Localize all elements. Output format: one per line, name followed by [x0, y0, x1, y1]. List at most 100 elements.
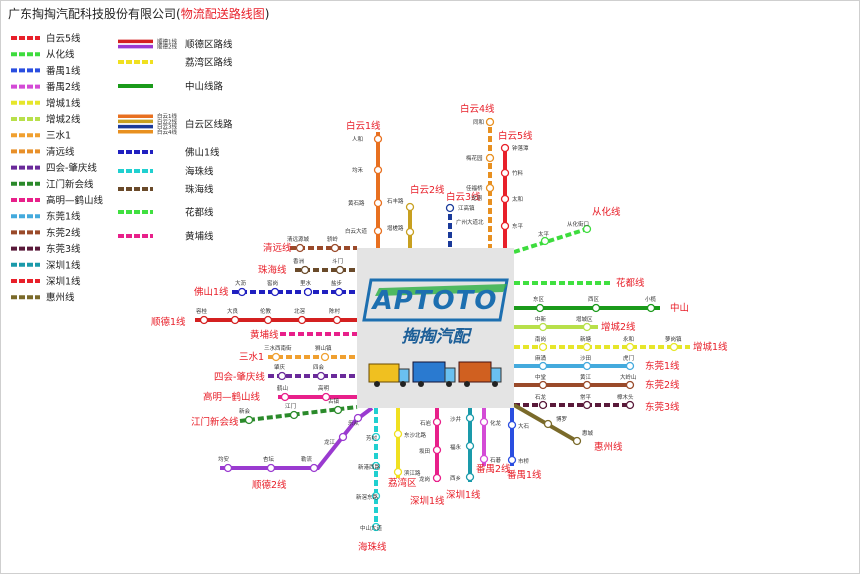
legend-sub-label: 白云4线	[157, 128, 177, 136]
legend-item: 珠海线	[118, 184, 214, 196]
station-shiji: 石碁	[490, 456, 502, 464]
legend-label: 东莞3线	[46, 243, 81, 255]
label-liwan: 荔湾区	[388, 477, 417, 489]
legend-label: 东莞2线	[46, 227, 81, 239]
route-dongguan3: 东莞3线 石龙 常平 樟木头	[514, 393, 680, 413]
logo-chinese-name: 掏掏汽配	[401, 327, 470, 347]
station-zhongluotan: 钟落潭	[512, 144, 529, 152]
station-huangshilu: 黄石路	[348, 199, 365, 207]
station-changping: 常平	[580, 393, 592, 401]
station-machong: 麻涌	[535, 354, 546, 362]
legend-label: 江门新会线	[46, 178, 94, 190]
label-panyu2: 番禺2线	[476, 463, 511, 475]
station-rongqi: 容桂	[196, 307, 208, 315]
station-longdong: 龙洞	[471, 194, 483, 202]
route-zengcheng1: 增城1线 南岗 新塘 永和 萝岗镇	[514, 335, 728, 353]
label-baiyun2: 白云2线	[410, 184, 445, 196]
label-zhuhai: 珠海线	[258, 264, 287, 276]
legend-item: 增城2线	[11, 114, 81, 126]
station-zhangmutou: 樟木头	[617, 393, 634, 401]
label-qingyuan: 清远线	[263, 242, 292, 254]
station-shiqiao: 市桥	[518, 457, 530, 465]
legend-sub-label: 白云2线	[157, 117, 177, 125]
station-sihuizhan: 四会	[313, 363, 325, 371]
route-haizhu: 海珠线 芳村 新港西路 新滘东路 中山大道	[356, 408, 387, 553]
legend-item: 海珠线	[118, 166, 214, 178]
legend-item: 黄埔线	[118, 231, 214, 243]
legend-item: 江门新会线	[11, 178, 94, 190]
legend-item: 佛山1线	[118, 147, 220, 159]
legend-label: 增城2线	[46, 114, 81, 126]
station-dongqu: 东区	[533, 295, 545, 303]
route-gaoming: 高明—鹤山线 鹤山 高明	[203, 384, 357, 403]
station-dongshabeilu: 东沙北路	[404, 431, 427, 439]
station-taihe: 太和	[512, 195, 523, 203]
route-zhongshan: 中山 东区 西区 小榄	[514, 295, 689, 314]
station-huangjiang: 黄江	[580, 373, 592, 381]
label-baiyun4: 白云4线	[460, 103, 495, 115]
station-shajing: 沙井	[450, 415, 462, 423]
station-shilong: 石龙	[535, 393, 547, 401]
legend-item: 中山线路	[118, 81, 224, 93]
station-nangang: 南岗	[535, 335, 546, 343]
label-baiyun5: 白云5线	[498, 130, 533, 142]
route-panyu2: 番禺2线 化龙 石碁	[476, 408, 511, 475]
legend-label: 番禺1线	[46, 65, 81, 77]
station-gaoming: 高明	[318, 384, 330, 392]
route-baiyun2: 白云2线 石丰路 增槎路	[387, 184, 445, 252]
station-yuexiu: 骄岭	[327, 235, 339, 243]
station-taiping: 太平	[538, 230, 550, 238]
legend-label: 黄埔线	[185, 231, 214, 243]
legend-label: 三水1	[46, 130, 71, 142]
route-huizhou: 惠州线 博罗 惠城	[513, 403, 623, 453]
legend-label: 中山线路	[185, 81, 224, 93]
station-zengchengqu: 增城区	[576, 315, 593, 323]
station-guangzhoudadaobei: 广州大道北	[456, 218, 484, 226]
route-sihui: 四会-肇庆线 肇庆 四会	[214, 363, 357, 383]
station-leliu: 勒流	[301, 455, 313, 463]
station-jiangnancheng: 江高镇	[458, 204, 475, 212]
station-xintang: 新塘	[580, 335, 592, 343]
station-meihuayuan: 梅花园	[466, 154, 483, 162]
legend-item: 番禺2线	[11, 81, 81, 93]
label-panyu1: 番禺1线	[507, 469, 542, 481]
legend-label: 清远线	[46, 146, 75, 158]
label-gaoming: 高明—鹤山线	[203, 391, 261, 403]
legend-label: 惠州线	[46, 292, 75, 304]
legend-item: 清远线	[11, 146, 75, 158]
station-lecong: 乐从	[348, 420, 360, 427]
legend-sub-label: 顺德2线	[157, 43, 177, 51]
station-fuyong: 福永	[450, 443, 462, 451]
legend-label: 荔湾区路线	[185, 57, 233, 69]
label-shunde1: 顺德1线	[151, 316, 186, 328]
station-xingangxilu: 新港西路	[358, 463, 381, 471]
route-huadu: 花都线	[514, 277, 645, 289]
legend-item: 深圳1线	[11, 259, 81, 271]
station-luogang: 萝岗镇	[665, 335, 682, 343]
legend-item: 四会-肇庆线	[11, 162, 97, 174]
logo-frame-graphic	[362, 278, 509, 387]
truck-icon	[412, 361, 456, 387]
route-shunde2: 顺德2线 均安 杏坛 勒流 龙江 乐从	[218, 406, 374, 491]
legend-label: 增城1线	[46, 97, 81, 109]
station-sanshuixinan: 三水西南街	[264, 344, 292, 352]
route-zengcheng2: 增城2线 中新 增城区	[514, 315, 636, 333]
label-conghua: 从化线	[592, 206, 621, 218]
station-chencun: 陈村	[329, 307, 341, 315]
station-doumen: 斗门	[332, 257, 343, 265]
legend-item: 白云5线	[11, 33, 81, 45]
route-dongguan2: 东莞2线 中堂 黄江 大岭山	[514, 373, 680, 391]
label-zengcheng2: 增城2线	[601, 321, 636, 333]
legend-label: 从化线	[46, 49, 75, 61]
logo-panel: APTOTO 掏掏汽配	[357, 248, 514, 408]
route-huangpu: 黄埔线	[250, 329, 357, 341]
label-sihui: 四会-肇庆线	[214, 371, 265, 383]
legend-item: 东莞3线	[11, 243, 81, 255]
station-qiechou: 窖岗	[267, 279, 278, 287]
station-zhongxin: 中新	[535, 315, 547, 323]
label-foshan1: 佛山1线	[194, 286, 229, 298]
station-guzhen: 古镇	[328, 397, 340, 405]
station-lunjiao: 伦教	[260, 307, 272, 315]
label-dongguan3: 东莞3线	[645, 401, 680, 413]
label-huangpu: 黄埔线	[250, 329, 279, 341]
